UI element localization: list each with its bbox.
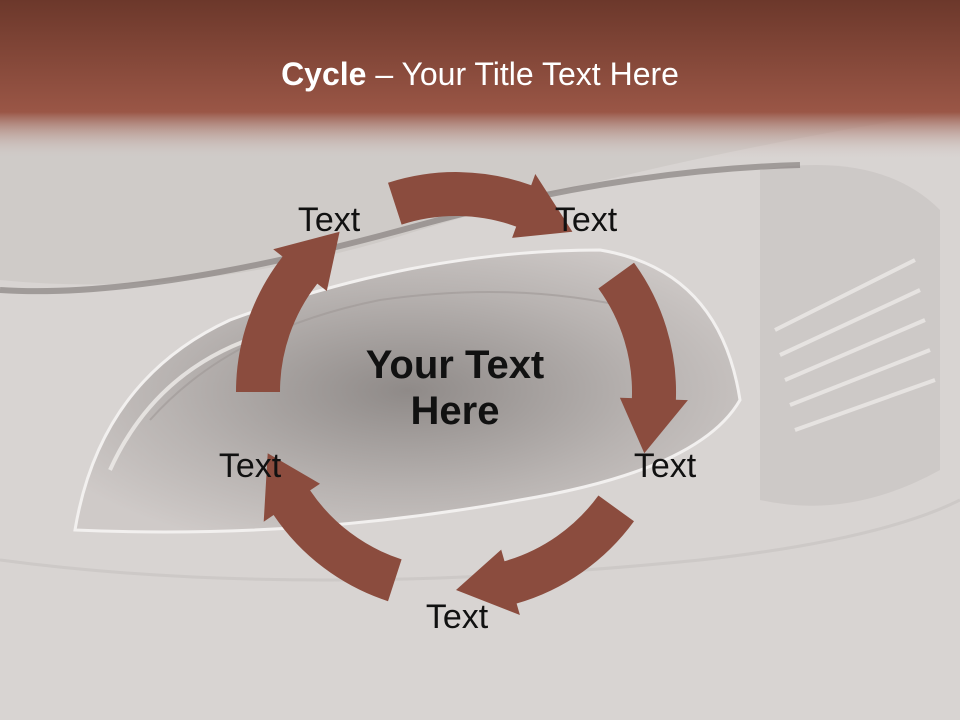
step-label-bottom: Text bbox=[425, 598, 489, 636]
center-text-line1: Your Text bbox=[365, 343, 545, 387]
arrow-right bbox=[598, 262, 688, 454]
center-text: Your Text Here bbox=[325, 342, 585, 434]
arrow-left bbox=[235, 231, 340, 392]
center-text-line2: Here bbox=[410, 389, 500, 433]
step-label-right: Text bbox=[633, 447, 697, 485]
slide-title: Cycle – Your Title Text Here bbox=[0, 54, 960, 94]
title-bold: Cycle bbox=[281, 56, 367, 92]
arrow-bottom-left bbox=[263, 453, 402, 602]
step-label-top-right: Text bbox=[554, 201, 618, 239]
title-rest: – Your Title Text Here bbox=[366, 56, 679, 92]
step-label-top-left: Text bbox=[297, 201, 361, 239]
arrow-top bbox=[388, 172, 573, 238]
step-label-left: Text bbox=[218, 447, 282, 485]
arrow-bottom-right bbox=[456, 495, 634, 615]
